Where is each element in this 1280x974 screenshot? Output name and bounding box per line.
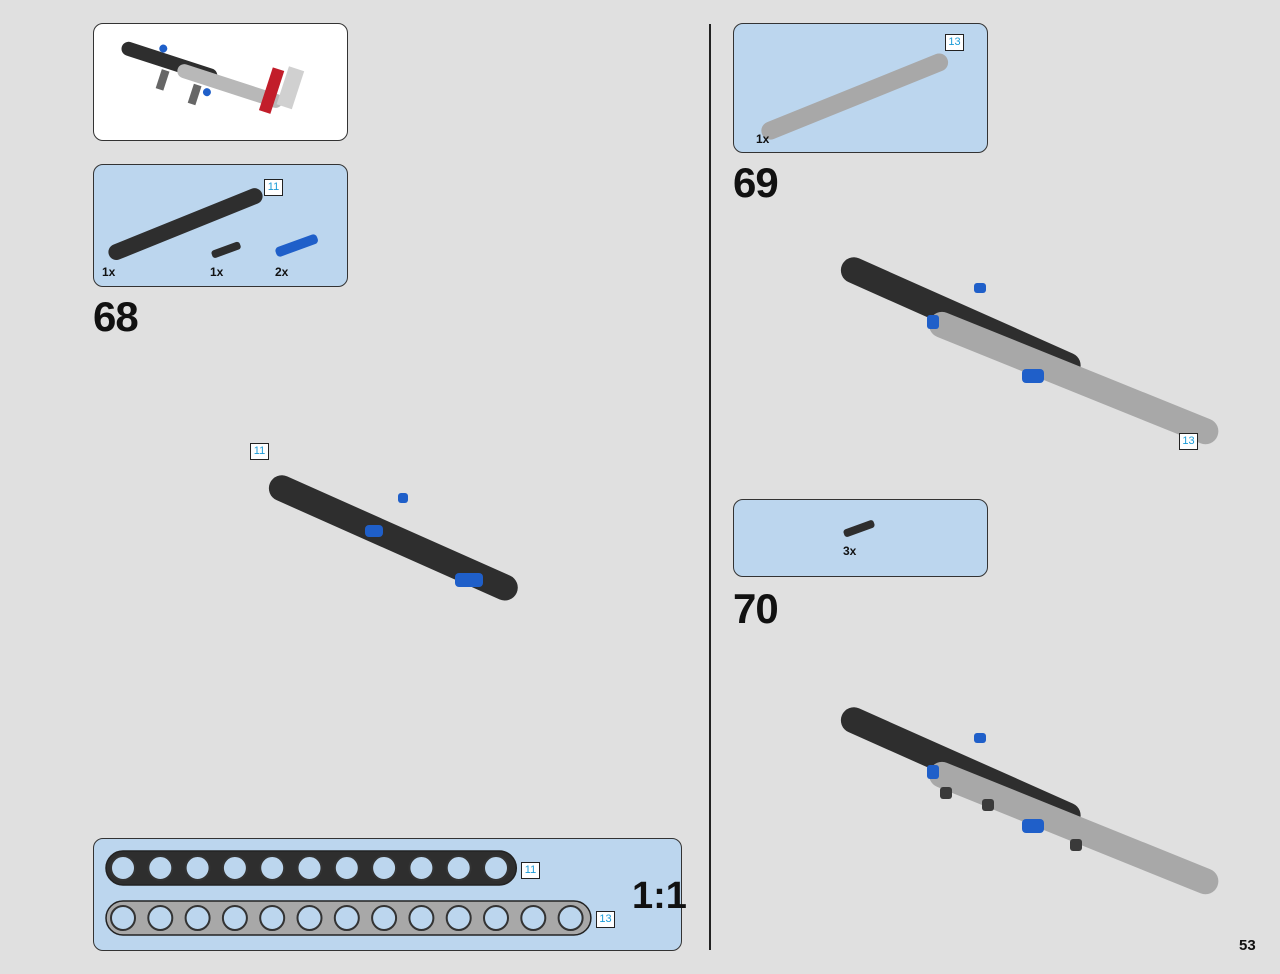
beam-hole (221, 905, 248, 931)
beam-11-part-image (108, 188, 263, 261)
beam-hole (147, 855, 174, 881)
scale-ruler-beams (105, 850, 592, 936)
beam-hole (520, 905, 547, 931)
part-quantity: 1x (210, 265, 224, 279)
beam-hole (483, 905, 509, 931)
beam-13-part-image (761, 53, 949, 140)
beam-hole (408, 855, 435, 881)
beam-hole (333, 905, 360, 931)
length-tag: 11 (264, 179, 283, 196)
beam-hole (445, 905, 472, 931)
step-69-model-image (840, 257, 1219, 445)
beam-hole (557, 905, 584, 931)
scale-ratio: 1:1 (632, 875, 687, 917)
length-tag: 13 (945, 34, 964, 51)
step-number: 69 (733, 159, 779, 206)
page-number: 53 (1239, 937, 1256, 954)
length-tag: 11 (521, 862, 540, 879)
part-quantity: 3x (843, 544, 857, 558)
beam-hole (110, 905, 136, 931)
black-pin-part-image (211, 241, 241, 258)
beam-hole (184, 855, 211, 881)
scale-ruler-callout: 11 13 1:1 (93, 838, 687, 951)
step-70-model-image (840, 707, 1219, 895)
length-tag: 13 (596, 911, 615, 928)
previous-step-preview (93, 23, 348, 141)
beam-hole (333, 855, 360, 881)
beam-hole (408, 905, 435, 931)
part-quantity: 2x (275, 265, 289, 279)
part-quantity: 1x (102, 265, 116, 279)
beam-hole (371, 905, 398, 931)
beam-hole (296, 905, 323, 931)
beam-hole (259, 905, 286, 931)
step-68-parts-callout: 11 1x 1x 2x (93, 164, 348, 287)
blue-pin-part-image (275, 234, 318, 257)
beam-hole (445, 855, 472, 881)
model-preview-image (121, 41, 305, 114)
beam-hole (371, 855, 398, 881)
beam-hole (221, 855, 248, 881)
beam-hole (483, 855, 509, 881)
page-divider (709, 24, 711, 950)
beam-hole (296, 855, 323, 881)
step-69-parts-callout: 13 1x (733, 23, 988, 153)
step-70-parts-callout: 3x (733, 499, 988, 577)
beam-hole (184, 905, 211, 931)
step-number: 70 (733, 585, 779, 632)
step-number: 68 (93, 293, 139, 340)
beam-hole (259, 855, 286, 881)
black-pin-part-image (843, 520, 875, 537)
model-length-tag: 11 (250, 443, 269, 460)
model-length-tag: 13 (1179, 433, 1198, 450)
beam-hole (147, 905, 174, 931)
step-68-model-image (268, 475, 518, 601)
beam-hole (110, 855, 136, 881)
part-quantity: 1x (756, 132, 770, 146)
